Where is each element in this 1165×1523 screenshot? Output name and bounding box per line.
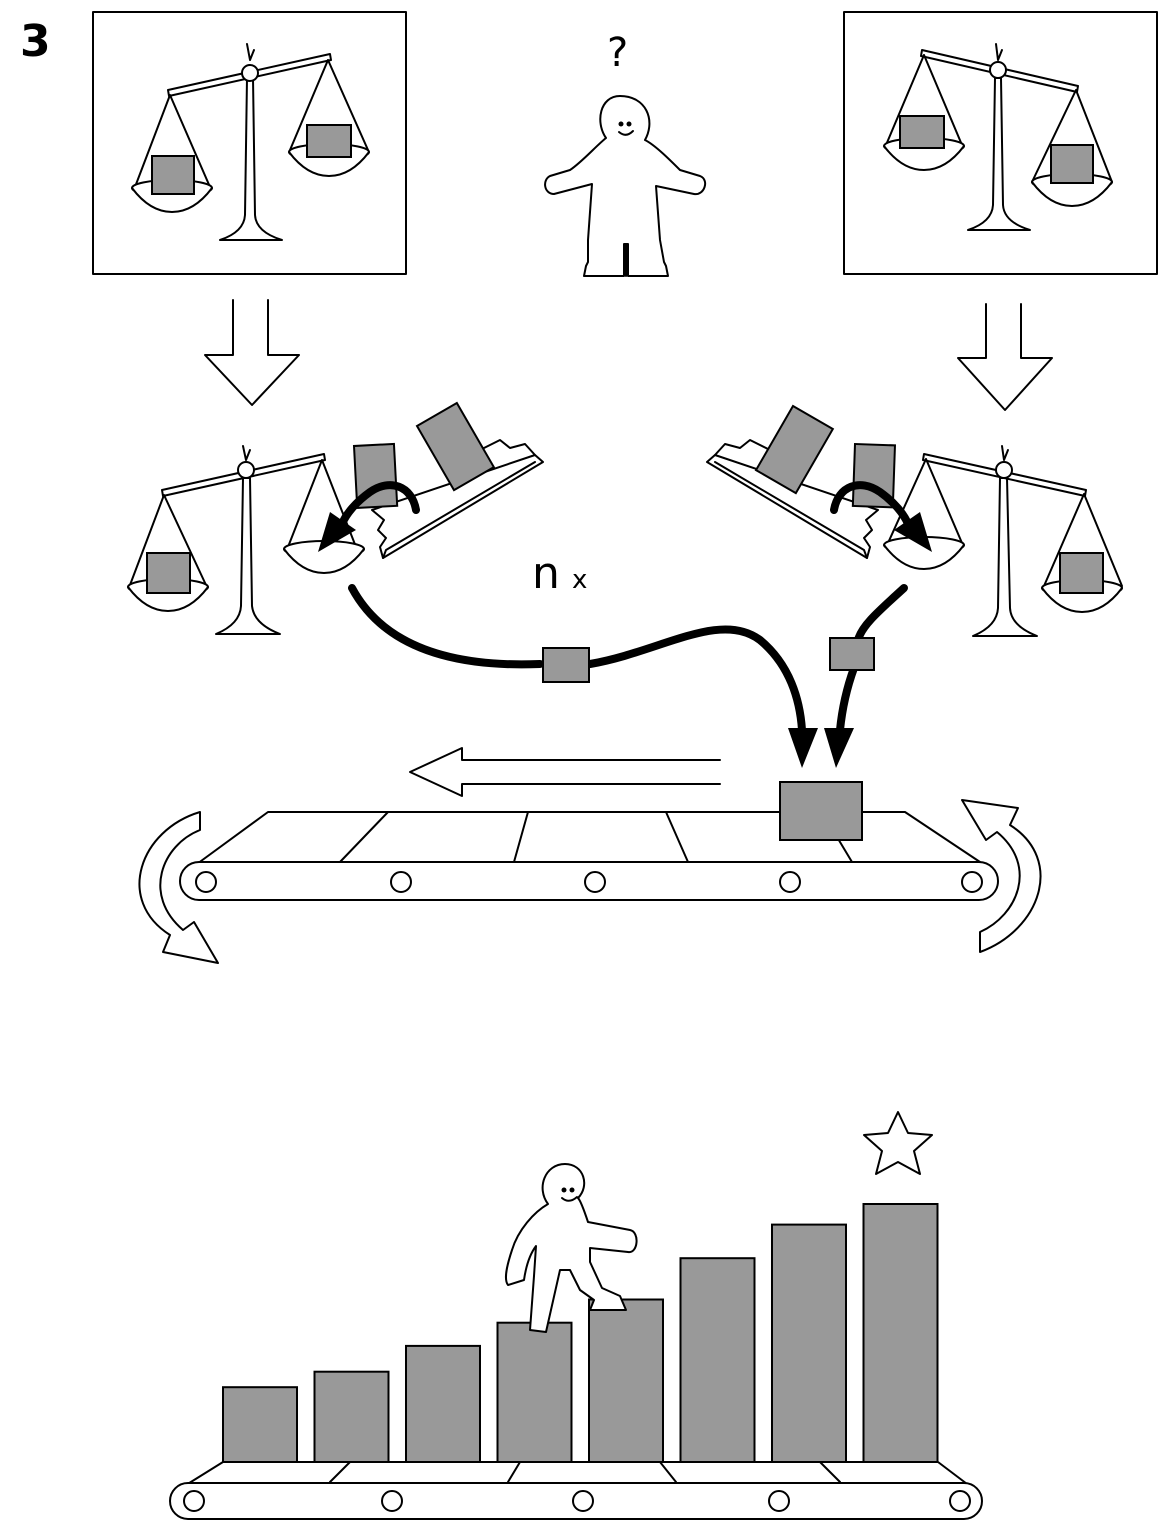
person-icon [504, 1163, 638, 1333]
scale-icon [883, 445, 1123, 637]
repeat-x: x [572, 565, 587, 595]
scale-icon [127, 445, 365, 635]
progress-bar [771, 1223, 847, 1463]
scale-icon [131, 43, 370, 241]
progress-bar [313, 1370, 390, 1463]
weight-box [899, 115, 945, 149]
rotate-arrow-icon [961, 799, 1042, 953]
progress-bar [862, 1203, 939, 1463]
weight-box [306, 124, 352, 158]
arrow-icon [409, 747, 721, 797]
progress-bars [222, 1203, 939, 1464]
weight-box [829, 637, 875, 671]
right-scale-panel [843, 11, 1158, 275]
left-adjust-scale [127, 401, 544, 635]
arrow-icon [957, 303, 1053, 411]
weight-box [779, 781, 863, 841]
progress-bar [679, 1257, 756, 1463]
right-adjust-scale [706, 404, 1123, 637]
rotate-arrow-icon [138, 811, 219, 964]
progress-bar [588, 1298, 664, 1463]
scale-icon [883, 43, 1113, 231]
conveyor-icon [138, 747, 1042, 964]
progress-bar [496, 1321, 573, 1463]
progress-bar [405, 1344, 481, 1464]
person-icon: ? [544, 30, 707, 277]
weight-box [151, 155, 195, 195]
flow-arrows [348, 584, 908, 768]
question-mark: ? [607, 30, 628, 76]
weight-box [415, 401, 496, 492]
arrow-icon [204, 299, 300, 406]
star-icon [863, 1111, 933, 1175]
repeat-n: n [532, 548, 560, 599]
weight-box [146, 552, 191, 594]
weight-box [754, 404, 835, 495]
left-scale-panel [92, 11, 407, 275]
step-number: 3 [20, 16, 51, 67]
progress-conveyor [169, 1111, 983, 1520]
repeat-label: n x [532, 548, 587, 599]
weight-box [1059, 552, 1104, 594]
weight-box [1050, 144, 1094, 184]
progress-bar [222, 1386, 298, 1463]
weight-box [542, 647, 590, 683]
